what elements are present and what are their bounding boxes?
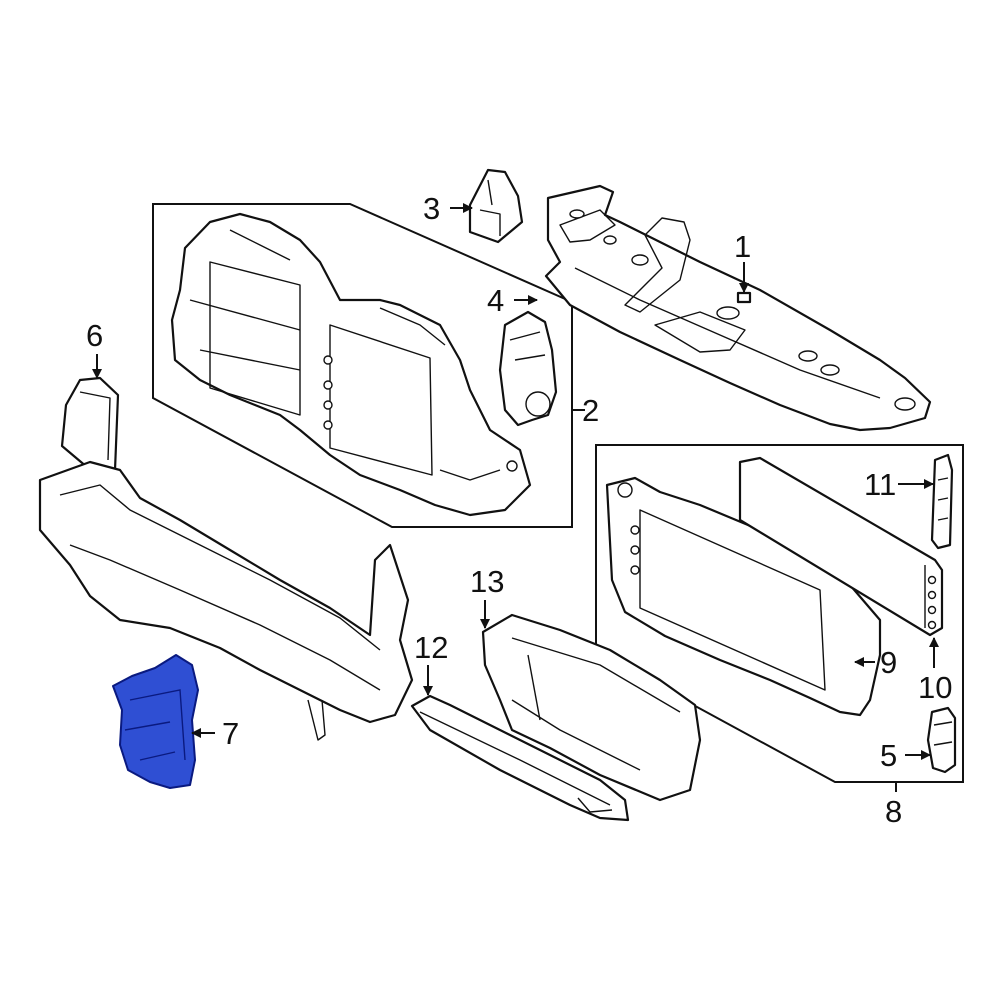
callout-7: 7 (222, 716, 239, 751)
callout-3: 3 (423, 191, 440, 226)
lower-deflector-part[interactable] (38, 460, 414, 741)
callout-10: 10 (918, 670, 952, 705)
cooler-part-10[interactable] (738, 456, 944, 637)
callout-2: 2 (582, 393, 599, 428)
callout-1: 1 (734, 229, 751, 264)
clip-part-5[interactable] (926, 706, 957, 774)
group-8-frame (595, 444, 964, 783)
callout-11: 11 (864, 467, 896, 502)
callout-13: 13 (470, 564, 504, 599)
lower-bar-part-12[interactable] (410, 694, 630, 822)
callout-9: 9 (880, 645, 897, 680)
bracket-part-3[interactable] (468, 168, 524, 244)
air-guide-part-4[interactable] (498, 310, 558, 427)
callout-8: 8 (885, 794, 902, 829)
callout-6: 6 (86, 318, 103, 353)
radiator-frame-part-9[interactable] (605, 476, 882, 717)
leader-lines (92, 203, 939, 792)
group-2-frame (152, 203, 573, 528)
callout-12: 12 (414, 630, 448, 665)
upper-cover-part[interactable] (544, 184, 932, 432)
lower-shroud-part-13[interactable] (481, 613, 702, 802)
side-bracket-part-11[interactable] (930, 453, 954, 550)
radiator-support-part[interactable] (170, 212, 532, 517)
callout-4: 4 (487, 283, 504, 318)
air-deflector-part-7-highlighted[interactable] (112, 654, 199, 789)
callout-5: 5 (880, 738, 897, 773)
